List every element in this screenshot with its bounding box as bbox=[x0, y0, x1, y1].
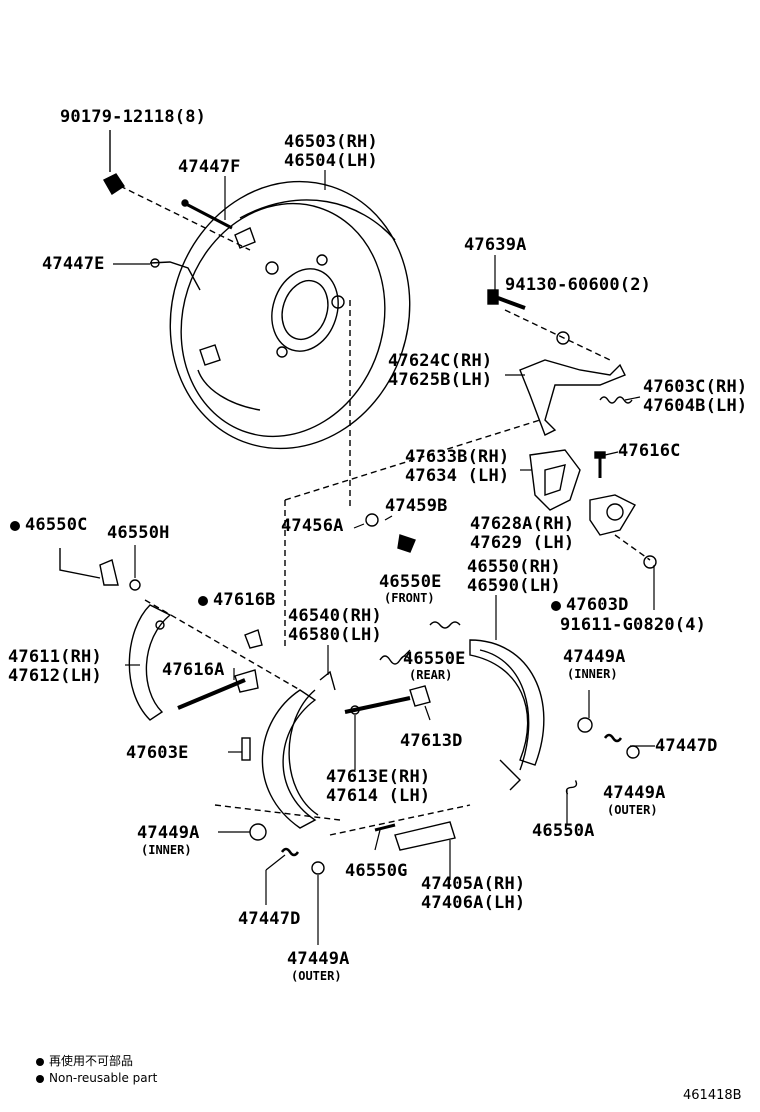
dashed-leaders bbox=[119, 185, 651, 836]
note-rear: (REAR) bbox=[409, 668, 453, 682]
label-47616A: 47616A bbox=[162, 660, 225, 680]
label-47447E: 47447E bbox=[42, 254, 105, 274]
label-46550E-front: 46550E bbox=[379, 572, 442, 592]
label-46550E-rear: 46550E bbox=[403, 649, 466, 669]
part-47616B bbox=[244, 629, 263, 649]
label-47613D: 47613D bbox=[400, 731, 463, 751]
clip-46550C bbox=[59, 548, 141, 591]
spring-47603C bbox=[599, 396, 633, 404]
strut-47613E bbox=[344, 696, 411, 715]
label-94130-60600: 94130-60600(2) bbox=[505, 275, 652, 295]
note-front: (FRONT) bbox=[384, 591, 435, 605]
boot-47633B bbox=[529, 449, 581, 511]
label-47639A: 47639A bbox=[464, 235, 527, 255]
bolt-47616C bbox=[594, 451, 606, 478]
label-47447F: 47447F bbox=[178, 157, 241, 177]
leader-lines bbox=[113, 170, 655, 945]
brake-shoe-right bbox=[469, 639, 545, 791]
label-46590: 46590(LH) bbox=[467, 576, 561, 596]
label-46550H: 46550H bbox=[107, 523, 170, 543]
brake-shoe-left bbox=[261, 670, 336, 829]
legend-en-text: Non-reusable part bbox=[49, 1071, 158, 1085]
label-47612: 47612(LH) bbox=[8, 666, 102, 686]
note-inner-right: (INNER) bbox=[567, 667, 618, 681]
label-46550G: 46550G bbox=[345, 861, 408, 881]
label-47603D: 47603D bbox=[551, 596, 629, 615]
spring-46550E bbox=[379, 621, 461, 665]
label-47406A: 47406A(LH) bbox=[421, 893, 526, 913]
label-90179-12118: 90179-12118(8) bbox=[60, 107, 207, 127]
label-46550A: 46550A bbox=[532, 821, 595, 841]
plate-47611 bbox=[128, 604, 172, 721]
label-47405A: 47405A(RH) bbox=[421, 874, 526, 894]
cable-parts-47459B bbox=[365, 513, 416, 553]
label-47616C: 47616C bbox=[618, 441, 681, 461]
screw-47447F bbox=[181, 199, 233, 230]
note-outer-left: (OUTER) bbox=[291, 969, 342, 983]
label-47449A-outer-left: 47449A bbox=[287, 949, 350, 969]
figure-number: 461418B bbox=[683, 1088, 742, 1103]
label-47624C: 47624C(RH) bbox=[388, 351, 493, 371]
pin-47603E bbox=[241, 737, 251, 761]
legend-line-en: Non-reusable part bbox=[36, 1071, 157, 1086]
label-46550: 46550(RH) bbox=[467, 557, 561, 577]
label-47603C: 47603C(RH) bbox=[643, 377, 748, 397]
label-47616B: 47616B bbox=[198, 591, 276, 610]
part-47613D bbox=[409, 685, 431, 707]
pipe-47447E bbox=[149, 258, 201, 291]
label-46504: 46504(LH) bbox=[284, 151, 378, 171]
legend-dot-icon bbox=[36, 1058, 44, 1066]
retainer-left bbox=[249, 823, 325, 875]
note-outer-right: (OUTER) bbox=[607, 803, 658, 817]
label-46540: 46540(RH) bbox=[288, 606, 382, 626]
legend-jp-text: 再使用不可部品 bbox=[49, 1054, 134, 1068]
label-47614: 47614 (LH) bbox=[326, 786, 431, 806]
label-47459B: 47459B bbox=[385, 496, 448, 516]
legend-line-jp: 再使用不可部品 bbox=[36, 1054, 133, 1069]
bolt-90179 bbox=[103, 130, 125, 195]
label-46503: 46503(RH) bbox=[284, 132, 378, 152]
label-47613E: 47613E(RH) bbox=[326, 767, 431, 787]
label-47449A-outer-right: 47449A bbox=[603, 783, 666, 803]
label-46550C-text: 46550C bbox=[25, 515, 88, 535]
non-reusable-dot-icon bbox=[551, 601, 561, 611]
label-47625B: 47625B(LH) bbox=[388, 370, 493, 390]
label-47449A-inner-right: 47449A bbox=[563, 647, 626, 667]
bracket-47628A bbox=[589, 494, 636, 536]
label-47447D-right: 47447D bbox=[655, 736, 718, 756]
label-91611-G0820: 91611-G0820(4) bbox=[560, 615, 707, 635]
label-47456A: 47456A bbox=[281, 516, 344, 536]
nut-91611 bbox=[643, 555, 657, 569]
retainer-right bbox=[577, 717, 640, 759]
note-inner-left: (INNER) bbox=[141, 843, 192, 857]
non-reusable-dot-icon bbox=[198, 596, 208, 606]
label-47449A-inner-left: 47449A bbox=[137, 823, 200, 843]
label-47634: 47634 (LH) bbox=[405, 466, 510, 486]
label-46580: 46580(LH) bbox=[288, 625, 382, 645]
label-47629: 47629 (LH) bbox=[470, 533, 575, 553]
legend-dot-icon bbox=[36, 1075, 44, 1083]
label-47603E: 47603E bbox=[126, 743, 189, 763]
label-47616B-text: 47616B bbox=[213, 590, 276, 610]
adjuster-47616A bbox=[177, 669, 259, 710]
bolt-94130 bbox=[487, 289, 570, 345]
parking-lever bbox=[519, 359, 626, 436]
non-reusable-dot-icon bbox=[10, 521, 20, 531]
label-47604B: 47604B(LH) bbox=[643, 396, 748, 416]
label-47603D-text: 47603D bbox=[566, 595, 629, 615]
label-47633B: 47633B(RH) bbox=[405, 447, 510, 467]
backing-plate bbox=[169, 180, 411, 450]
label-47447D-left: 47447D bbox=[238, 909, 301, 929]
label-46550C: 46550C bbox=[10, 516, 88, 535]
wheel-cylinder bbox=[374, 821, 456, 851]
label-47611: 47611(RH) bbox=[8, 647, 102, 667]
label-47628A: 47628A(RH) bbox=[470, 514, 575, 534]
